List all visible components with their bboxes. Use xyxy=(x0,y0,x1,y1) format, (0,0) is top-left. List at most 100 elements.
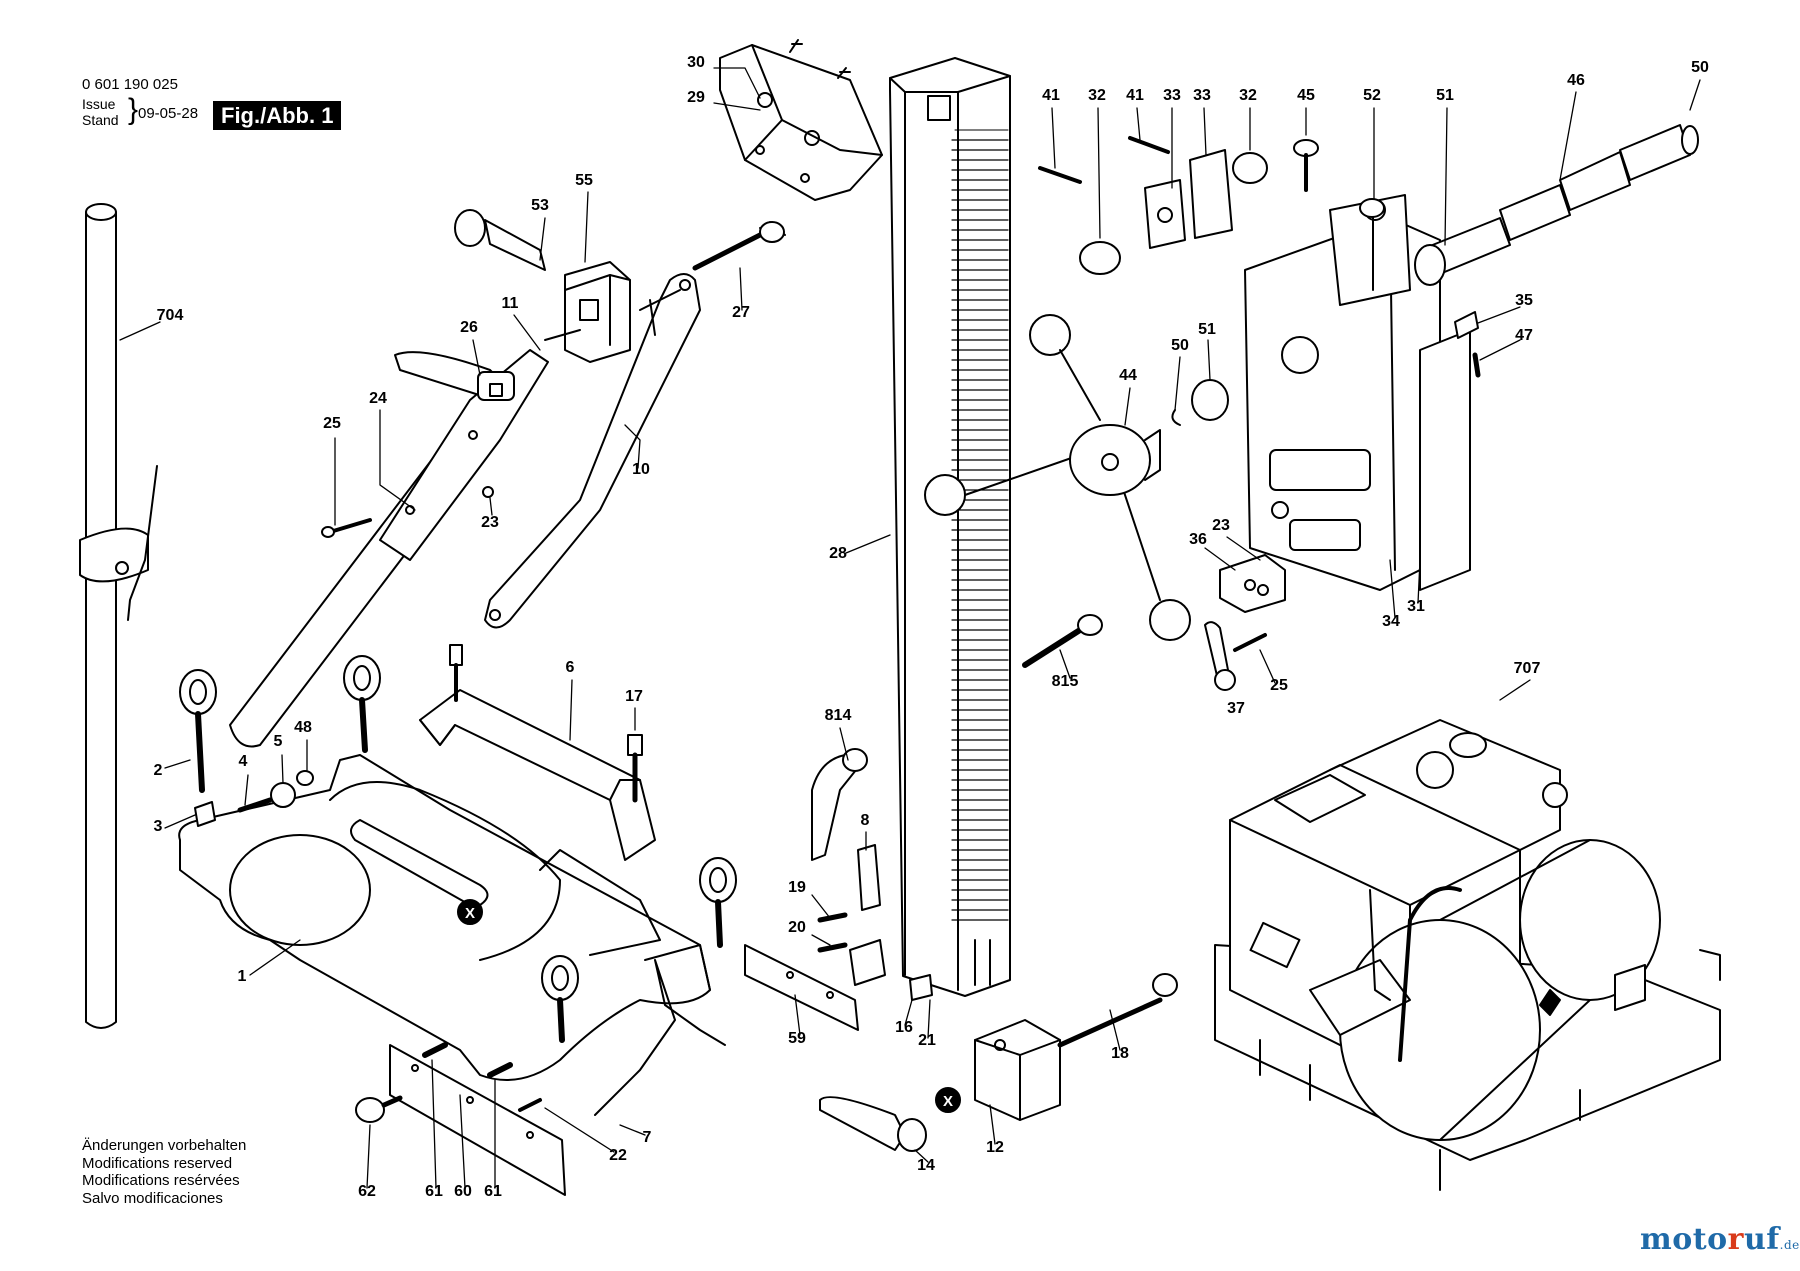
callout-7: 7 xyxy=(643,1129,652,1146)
callout-51: 51 xyxy=(1436,87,1454,104)
rod-704 xyxy=(79,203,158,1029)
feed-handle-44 xyxy=(924,314,1191,641)
lever-26 xyxy=(394,351,515,401)
bar-60 xyxy=(389,1044,566,1196)
callout-17: 17 xyxy=(625,688,643,705)
marker-x-1-label: X xyxy=(465,905,475,922)
callout-41: 41 xyxy=(1126,87,1144,104)
callout-18: 18 xyxy=(1111,1045,1129,1062)
callout-55: 55 xyxy=(575,172,593,189)
callout-1: 1 xyxy=(238,968,247,985)
brand-accent: r xyxy=(1727,1222,1744,1257)
note-de: Änderungen vorbehalten xyxy=(82,1137,247,1154)
callout-61: 61 xyxy=(425,1183,443,1200)
small-parts-top xyxy=(1038,136,1481,378)
callout-53: 53 xyxy=(531,197,549,214)
callout-12: 12 xyxy=(986,1139,1004,1156)
callout-48: 48 xyxy=(294,719,312,736)
bar-59 xyxy=(744,944,859,1031)
callout-35: 35 xyxy=(1515,292,1533,309)
link-10 xyxy=(484,273,701,629)
base-plate-1 xyxy=(178,754,711,1081)
callout-10: 10 xyxy=(632,461,650,478)
callout-51: 51 xyxy=(1198,321,1216,338)
callout-30: 30 xyxy=(687,54,705,71)
callout-41: 41 xyxy=(1042,87,1060,104)
callout-5: 5 xyxy=(274,733,283,750)
callout-4: 4 xyxy=(239,753,248,770)
stand-label: Stand xyxy=(82,112,119,128)
spring-7 xyxy=(594,959,726,1116)
knob-53-block-55 xyxy=(454,209,631,363)
marker-x-2-label: X xyxy=(943,1093,953,1110)
motor-707 xyxy=(1214,719,1721,1191)
screw-27 xyxy=(692,221,786,271)
shaft-46 xyxy=(1414,124,1699,286)
column-28 xyxy=(889,57,1011,997)
callout-815: 815 xyxy=(1052,673,1079,690)
callout-20: 20 xyxy=(788,919,806,936)
screw-25-left xyxy=(321,486,494,538)
bracket-12-14-18 xyxy=(819,973,1178,1152)
callout-28: 28 xyxy=(829,545,847,562)
callout-46: 46 xyxy=(1567,72,1585,89)
brand-rest: uf xyxy=(1743,1222,1780,1257)
callout-31: 31 xyxy=(1407,598,1425,615)
callout-36: 36 xyxy=(1189,531,1207,548)
part-number: 0 601 190 025 xyxy=(82,76,178,93)
callout-27: 27 xyxy=(732,304,750,321)
washer-screw-4-5-48 xyxy=(237,770,314,813)
bracket-8-19-20 xyxy=(811,748,933,1001)
callout-19: 19 xyxy=(788,879,806,896)
callout-25: 25 xyxy=(323,415,341,432)
modification-notes: Änderungen vorbehalten Modifications res… xyxy=(82,1137,246,1207)
eye-bolts xyxy=(179,655,737,1043)
callout-37: 37 xyxy=(1227,700,1245,717)
note-fr: Modifications resérvées xyxy=(82,1172,240,1189)
brace-glyph: } xyxy=(128,93,139,126)
callout-6: 6 xyxy=(566,659,575,676)
callout-32: 32 xyxy=(1088,87,1106,104)
parts-50-51 xyxy=(1171,379,1229,426)
pins-knob-61-62-22 xyxy=(355,1042,542,1123)
callout-60: 60 xyxy=(454,1183,472,1200)
callout-11: 11 xyxy=(502,295,519,312)
clamp-36-37 xyxy=(1204,554,1286,691)
note-es: Salvo modificaciones xyxy=(82,1189,223,1207)
leader-lines xyxy=(119,67,1701,1189)
callout-45: 45 xyxy=(1297,87,1315,104)
issue-date: 09-05-28 xyxy=(138,105,199,122)
carriage-31 xyxy=(1244,194,1471,591)
callout-814: 814 xyxy=(825,707,852,724)
callout-62: 62 xyxy=(358,1183,376,1200)
bolt-17 xyxy=(449,644,643,803)
brand-logo: motoruf.de xyxy=(1640,1222,1800,1257)
callout-47: 47 xyxy=(1515,327,1533,344)
brand-main: moto xyxy=(1640,1222,1728,1257)
callout-14: 14 xyxy=(917,1157,935,1174)
marker-x-1: X xyxy=(457,899,483,925)
callout-704: 704 xyxy=(157,307,184,324)
top-cap-30 xyxy=(719,39,883,201)
callout-34: 34 xyxy=(1382,613,1400,630)
arm-24 xyxy=(229,349,549,748)
screw-815 xyxy=(1022,614,1103,668)
callout-16: 16 xyxy=(895,1019,913,1036)
callout-44: 44 xyxy=(1119,367,1137,384)
issue-label: Issue xyxy=(82,96,116,112)
callout-59: 59 xyxy=(788,1030,806,1047)
brand-suffix: .de xyxy=(1779,1238,1800,1252)
callout-29: 29 xyxy=(687,89,705,106)
note-en: Modifications reserved xyxy=(82,1154,233,1172)
callout-25: 25 xyxy=(1270,677,1288,694)
callout-32: 32 xyxy=(1239,87,1257,104)
issue-stand-label: Issue Stand xyxy=(82,96,119,128)
callout-8: 8 xyxy=(861,812,870,829)
callout-26: 26 xyxy=(460,319,478,336)
callout-52: 52 xyxy=(1363,87,1381,104)
callout-23: 23 xyxy=(1212,517,1230,534)
marker-x-2: X xyxy=(935,1087,961,1113)
callout-61: 61 xyxy=(484,1183,502,1200)
